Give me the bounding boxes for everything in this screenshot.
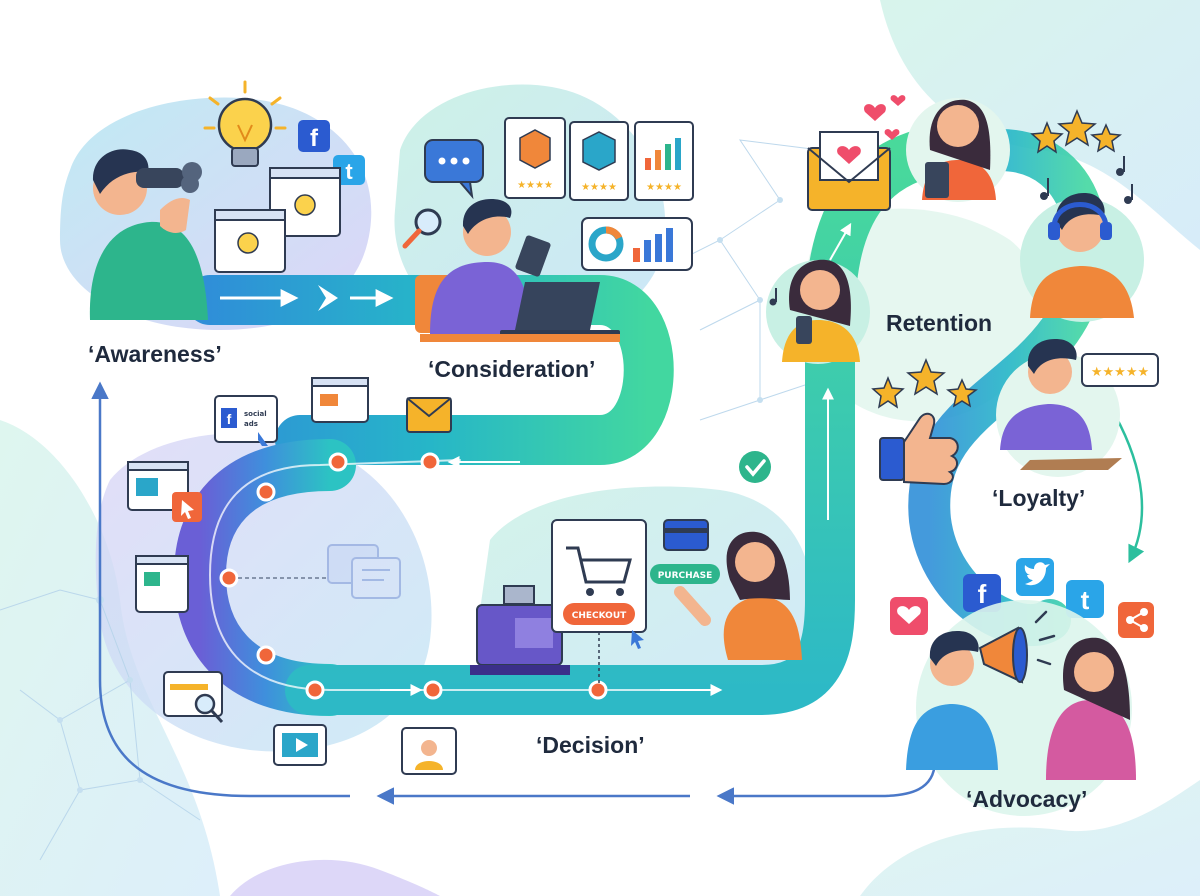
video-player-icon	[273, 724, 327, 766]
svg-text:f: f	[310, 125, 319, 152]
svg-text:f: f	[227, 411, 232, 427]
stage-label-consideration: ‘Consideration’	[428, 356, 595, 382]
svg-text:★★★★: ★★★★	[517, 180, 553, 191]
path-node	[423, 680, 443, 700]
path-top-segment	[185, 275, 674, 465]
product-card: ★★★★	[569, 121, 629, 201]
music-note-icon	[1040, 156, 1133, 204]
search-window-icon	[163, 671, 224, 724]
svg-text:social: social	[244, 410, 267, 418]
stage-label-loyalty: ‘Loyalty’	[992, 485, 1085, 511]
heart-icon	[864, 95, 906, 140]
stage-label-advocacy: ‘Advocacy’	[966, 786, 1087, 812]
browser-window-icon	[311, 377, 369, 423]
stage-labels: ‘Awareness’ ‘Consideration’ Retention ‘L…	[88, 310, 1087, 812]
svg-text:PURCHASE: PURCHASE	[658, 571, 713, 581]
checkmark-icon	[739, 451, 771, 483]
product-card: ★★★★	[504, 117, 566, 199]
browser-window-icon	[214, 209, 286, 273]
twitter-icon	[1066, 580, 1104, 618]
svg-text:t: t	[1081, 585, 1090, 615]
magnifier-icon	[402, 208, 442, 249]
svg-text:★★★★★: ★★★★★	[1091, 364, 1149, 379]
headphones-icon	[1051, 202, 1109, 231]
path-node	[588, 680, 608, 700]
star-icon	[1030, 109, 1122, 154]
consideration-illustration: ★★★★ ★★★★ ★★★★	[402, 117, 694, 342]
product-card: ★★★★	[634, 121, 694, 201]
purchase-button	[650, 564, 720, 584]
svg-text:CHECKOUT: CHECKOUT	[572, 611, 627, 621]
support-agent-icon	[401, 727, 457, 775]
svg-text:f: f	[978, 579, 987, 609]
path-arrows	[220, 222, 852, 696]
review-card: ★★★★★	[1081, 353, 1159, 387]
return-arrows	[91, 381, 1145, 805]
svg-text:★★★★: ★★★★	[646, 182, 682, 193]
network-nodes	[57, 197, 783, 793]
path-nodes	[219, 452, 608, 700]
checkout-button	[563, 603, 635, 625]
browser-window-icon	[269, 167, 341, 237]
star-icon	[871, 358, 978, 409]
svg-text:★★★★: ★★★★	[581, 182, 617, 193]
svg-text:ads: ads	[244, 420, 258, 428]
awareness-illustration: f t	[89, 80, 365, 320]
advocacy-illustration: f t	[890, 558, 1154, 816]
heart-icon	[837, 146, 861, 164]
lightbulb-icon	[203, 80, 287, 167]
thumbs-up-icon	[879, 412, 959, 486]
left-icons: f social ads	[127, 377, 457, 775]
stage-label-awareness: ‘Awareness’	[88, 341, 222, 367]
loyalty-illustration: ★★★★★	[871, 339, 1159, 486]
path-node	[305, 680, 325, 700]
cash-register-icon	[470, 585, 570, 675]
shopping-cart-icon	[566, 546, 632, 584]
facebook-icon	[963, 574, 1001, 612]
facebook-icon	[298, 120, 330, 152]
analytics-card	[581, 217, 693, 271]
share-icon	[1118, 602, 1154, 638]
music-note-icon	[769, 288, 777, 306]
chat-bubble-icon	[424, 139, 484, 200]
retention-illustration	[766, 95, 1144, 364]
megaphone-icon	[978, 626, 1028, 684]
folder-icon	[327, 544, 401, 599]
social-ads-window: f social ads	[214, 395, 278, 446]
path-node	[420, 452, 440, 472]
credit-card-icon	[663, 519, 709, 551]
path-node	[219, 568, 239, 588]
path-node	[256, 645, 276, 665]
stage-label-decision: ‘Decision’	[536, 732, 645, 758]
email-envelope-icon	[406, 397, 452, 433]
email-envelope-icon	[807, 131, 891, 211]
svg-text:t: t	[345, 159, 353, 184]
browser-window-icon	[135, 555, 189, 613]
path-node	[328, 452, 348, 472]
stage-label-retention: Retention	[886, 310, 992, 336]
checkout-card: CHECKOUT	[551, 519, 647, 649]
decision-illustration: CHECKOUT PURCHASE	[470, 451, 802, 684]
path-node	[256, 482, 276, 502]
